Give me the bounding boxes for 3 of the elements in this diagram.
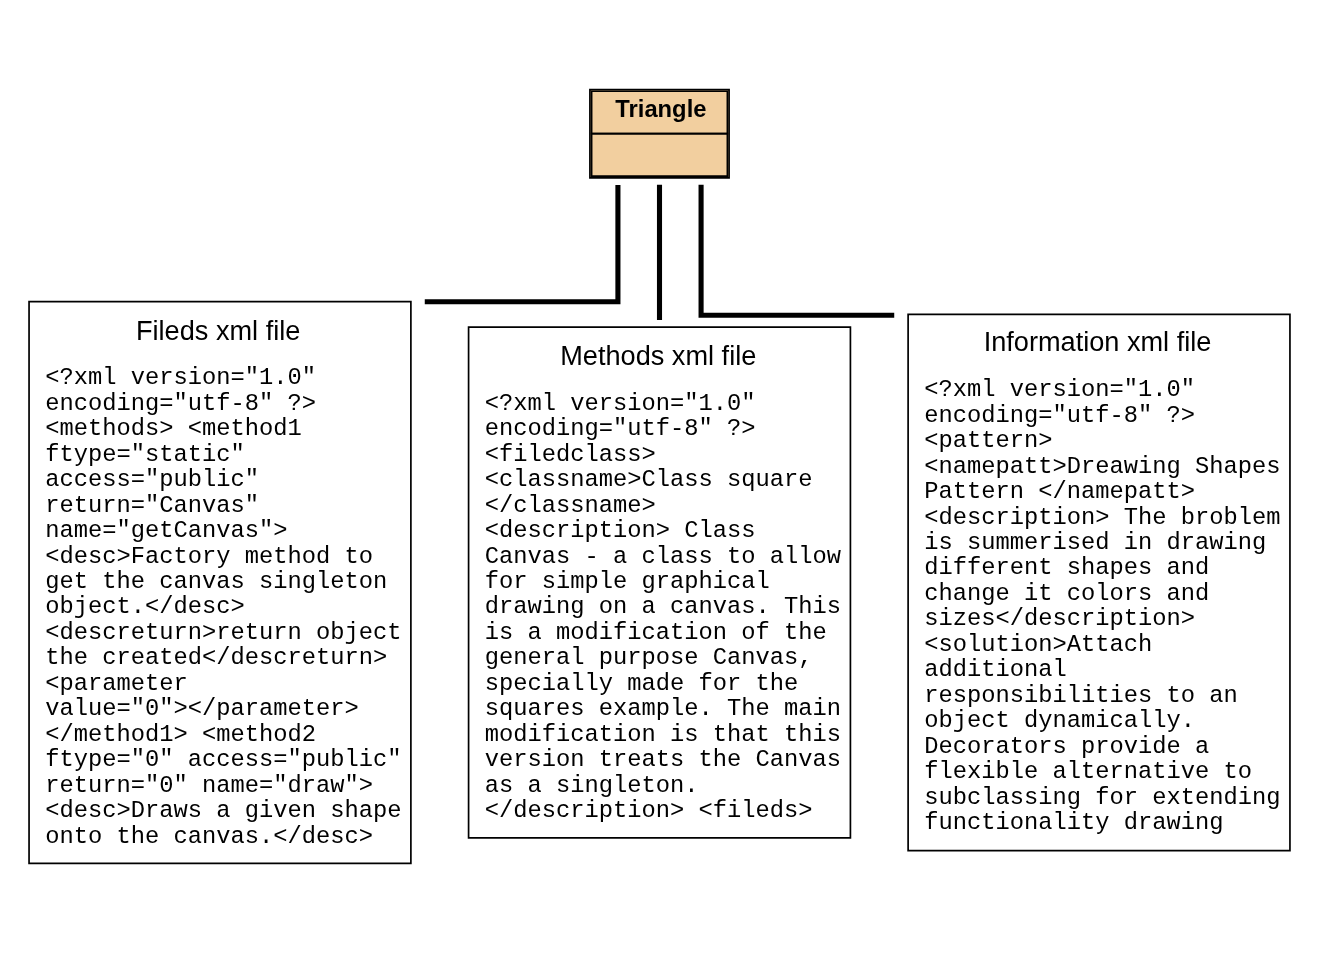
connector [424, 185, 621, 305]
connector [656, 184, 663, 320]
connector [698, 184, 895, 318]
